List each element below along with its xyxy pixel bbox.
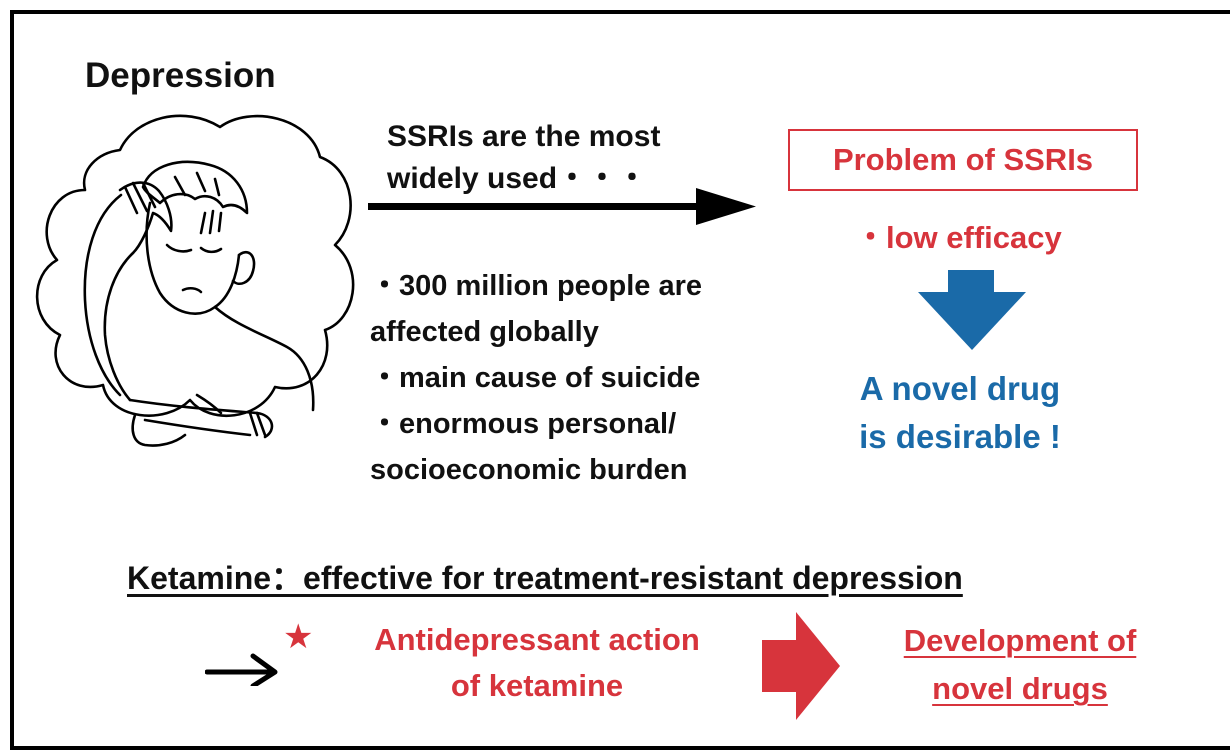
action-line-1: Antidepressant action xyxy=(374,622,700,657)
arrow-right-icon xyxy=(205,653,278,686)
depressed-person-icon xyxy=(35,114,355,447)
block-arrow-right-icon xyxy=(762,612,840,720)
action-line-2: of ketamine xyxy=(450,668,624,703)
diagram-title: Depression xyxy=(85,56,276,95)
development-line-1: Development of xyxy=(903,623,1137,658)
problem-box: Problem of SSRIs xyxy=(788,129,1138,191)
antidepressant-action-text: Antidepressant action of ketamine xyxy=(322,617,752,709)
development-line-2: novel drugs xyxy=(932,671,1108,706)
fact-line: ・300 million people are xyxy=(370,270,702,302)
novel-drug-text: A novel drug is desirable ! xyxy=(830,365,1090,461)
ssri-line-1: SSRIs are the most xyxy=(387,120,661,153)
fact-line: ・enormous personal/ xyxy=(370,408,677,440)
problem-item: ・low efficacy xyxy=(855,220,1062,255)
arrow-down-icon xyxy=(918,270,1026,350)
novel-line-1: A novel drug xyxy=(859,370,1061,407)
ssri-line-2: widely used・・・ xyxy=(387,162,648,195)
facts-list: ・300 million people are affected globall… xyxy=(370,263,702,493)
star-icon: ★ xyxy=(283,618,314,656)
problem-title: Problem of SSRIs xyxy=(832,142,1094,177)
fact-line: socioeconomic burden xyxy=(370,454,688,486)
arrow-right-icon xyxy=(368,188,756,225)
development-text: Development of novel drugs xyxy=(860,617,1180,713)
ketamine-heading: Ketamine：effective for treatment-resista… xyxy=(127,560,963,596)
ssri-text: SSRIs are the most widely used・・・ xyxy=(387,116,660,200)
novel-line-2: is desirable ! xyxy=(859,418,1061,455)
fact-line: affected globally xyxy=(370,316,599,348)
fact-line: ・main cause of suicide xyxy=(370,362,701,394)
